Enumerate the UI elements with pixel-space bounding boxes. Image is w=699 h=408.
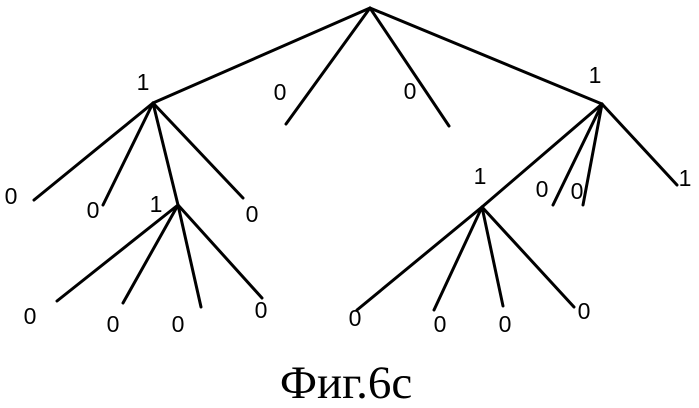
node-label-n4a4: 0 [578, 298, 591, 324]
node-label-n2: 0 [274, 79, 287, 105]
figure-caption: Фиг.6c [280, 357, 412, 408]
node-label-n1a: 0 [5, 183, 18, 209]
node-label-n1c3: 0 [172, 311, 185, 337]
tree-edge-n4a-n4a4 [482, 207, 574, 307]
tree-edge-n1c-n1c3 [178, 205, 201, 307]
node-label-n1d: 0 [246, 201, 259, 227]
node-label-n1: 1 [137, 69, 150, 95]
node-label-n4a2: 0 [434, 311, 447, 337]
tree-edge-n1c-n1c1 [57, 205, 178, 301]
tree-edge-n4a-n4a2 [434, 207, 482, 310]
node-label-n1c4: 0 [255, 297, 268, 323]
tree-edge-n4a-n4a3 [482, 207, 503, 306]
node-label-n1c: 1 [150, 191, 163, 217]
node-label-n1b: 0 [87, 197, 100, 223]
node-label-n1c2: 0 [107, 311, 120, 337]
tree-edge-n1-n1b [103, 103, 153, 205]
tree-edge-n1c-n1c2 [123, 205, 178, 303]
node-label-n4: 1 [589, 62, 602, 88]
node-label-n4b: 0 [536, 176, 549, 202]
node-label-n4c: 0 [571, 178, 584, 204]
node-label-n4d: 1 [679, 165, 692, 191]
node-label-n4a3: 0 [499, 311, 512, 337]
labels-layer: 10010010000010010000 [5, 62, 692, 337]
tree-edge-n4-n4d [602, 104, 677, 185]
edges-layer [34, 8, 677, 310]
tree-edge-n4a-n4a1 [357, 207, 482, 310]
node-label-n4a: 1 [474, 163, 487, 189]
node-label-n1c1: 0 [24, 303, 37, 329]
tree-edge-n1-n1d [153, 103, 243, 198]
node-label-n4a1: 0 [349, 305, 362, 331]
tree-edge-n1-n1a [34, 103, 153, 200]
node-label-n3: 0 [404, 78, 417, 104]
